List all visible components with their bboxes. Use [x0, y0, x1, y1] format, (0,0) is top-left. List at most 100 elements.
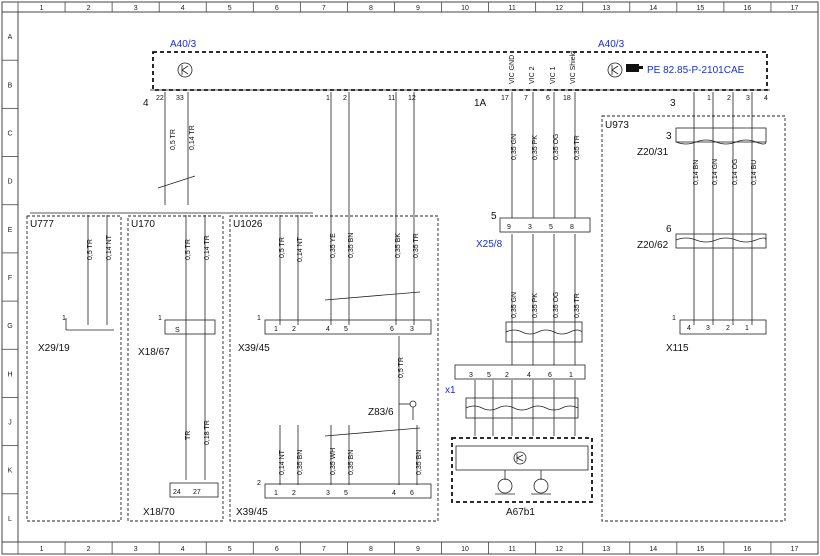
svg-text:18: 18 [563, 95, 571, 102]
svg-text:S: S [175, 327, 180, 334]
svg-text:6: 6 [410, 490, 414, 497]
svg-text:VIC 1: VIC 1 [550, 66, 557, 84]
grid-column-label: 1 [40, 5, 44, 12]
x1-lower-wires [465, 380, 579, 436]
grid-column-label: 9 [416, 546, 420, 553]
grid-column-label: 3 [134, 5, 138, 12]
grid-row-label: G [7, 323, 12, 330]
svg-text:4: 4 [143, 98, 149, 109]
svg-text:22: 22 [156, 95, 164, 102]
svg-text:5: 5 [344, 490, 348, 497]
svg-text:0,35 PK: 0,35 PK [532, 293, 539, 318]
svg-text:VIC GND: VIC GND [509, 55, 516, 84]
svg-text:0,35 BN: 0,35 BN [348, 233, 355, 258]
svg-text:4: 4 [392, 490, 396, 497]
x25-8-connector [499, 217, 591, 233]
svg-text:0,14 GN: 0,14 GN [712, 159, 719, 185]
svg-text:0,14 OG: 0,14 OG [732, 159, 739, 185]
svg-text:3: 3 [469, 372, 473, 379]
u973-wires: 0,14 BN 0,14 GN 0,14 OG 0,14 BU [675, 92, 767, 325]
grid-column-label: 12 [555, 546, 563, 553]
svg-text:1: 1 [62, 315, 66, 322]
svg-text:0,14 BN: 0,14 BN [693, 160, 700, 185]
svg-text:0,5 TR: 0,5 TR [398, 357, 405, 378]
svg-text:1: 1 [158, 315, 162, 322]
svg-text:5: 5 [491, 211, 497, 222]
x39-45-connector-top [264, 319, 432, 335]
grid-column-label: 15 [696, 546, 704, 553]
svg-text:4: 4 [687, 325, 691, 332]
svg-text:5: 5 [344, 326, 348, 333]
x115-connector [679, 319, 767, 335]
grid-column-label: 8 [369, 5, 373, 12]
svg-text:1: 1 [672, 315, 676, 322]
svg-text:8: 8 [570, 224, 574, 231]
svg-text:1A: 1A [474, 98, 487, 109]
a40-pin-row: 4 22 33 1 2 11 12 1A 17 7 6 18 3 1 2 3 4 [143, 89, 770, 109]
grid-column-label: 1 [40, 546, 44, 553]
svg-text:VIC Shield: VIC Shield [570, 51, 577, 84]
grid-column-label: 4 [181, 5, 185, 12]
a67b1-block [451, 437, 593, 503]
svg-text:6: 6 [548, 372, 552, 379]
svg-text:0,35 YE: 0,35 YE [330, 233, 337, 258]
grid-row-label: D [7, 179, 12, 186]
svg-text:0,14 NT: 0,14 NT [297, 236, 304, 262]
u777-label: U777 [30, 219, 54, 230]
a40-3-label-left: A40/3 [170, 39, 197, 50]
svg-text:0,35 WH: 0,35 WH [330, 448, 337, 475]
svg-text:33: 33 [176, 95, 184, 102]
pe-reference-link[interactable]: PE 82.85-P-2101CAE [647, 65, 745, 76]
grid-column-label: 7 [322, 5, 326, 12]
svg-text:4: 4 [326, 326, 330, 333]
svg-text:3: 3 [666, 131, 672, 142]
u1026-wires: 0,5 TR 0,14 NT 0,35 YE 0,35 BN 0,35 BK 0… [279, 92, 421, 325]
x29-19-label: X29/19 [38, 343, 70, 354]
grid-row-label: F [8, 275, 12, 282]
wire-group-left: 0,5 TR 0,14 TR [30, 92, 313, 214]
grid-column-label: 16 [744, 5, 752, 12]
svg-text:3: 3 [746, 95, 750, 102]
grid-column-label: 7 [322, 546, 326, 553]
svg-text:1: 1 [274, 326, 278, 333]
middle-wires-upper: 0,35 GN 0,35 PK 0,35 OG 0,35 TR [511, 92, 581, 218]
svg-text:0,35 TR: 0,35 TR [413, 233, 420, 258]
svg-text:0,5 TR: 0,5 TR [185, 239, 192, 260]
u170-label: U170 [131, 219, 155, 230]
svg-text:6: 6 [390, 326, 394, 333]
grid-column-label: 3 [134, 546, 138, 553]
grid-row-label: K [8, 468, 13, 475]
svg-text:2: 2 [257, 480, 261, 487]
svg-text:4: 4 [764, 95, 768, 102]
reference-hand-icon[interactable] [626, 64, 643, 72]
grid-row-label: C [7, 130, 12, 137]
x39-45-connector-bottom [264, 483, 432, 499]
svg-text:0,35 OG: 0,35 OG [553, 134, 560, 160]
grid-row-label: B [8, 82, 13, 89]
u973-label: U973 [605, 120, 629, 131]
z83-6-splice [399, 400, 417, 420]
z83-6-label: Z83/6 [368, 407, 394, 418]
grid-column-label: 16 [744, 546, 752, 553]
svg-text:0,5 TR: 0,5 TR [279, 237, 286, 258]
svg-text:2: 2 [505, 372, 509, 379]
grid-column-label: 17 [791, 546, 799, 553]
grid-column-label: 13 [602, 546, 610, 553]
svg-text:0,35 TR: 0,35 TR [574, 135, 581, 160]
svg-text:0,35 BN: 0,35 BN [416, 450, 423, 475]
svg-text:11: 11 [388, 95, 395, 102]
svg-text:12: 12 [408, 95, 416, 102]
u1026-label: U1026 [233, 219, 263, 230]
a67b1-label: A67b1 [506, 507, 535, 518]
svg-text:6: 6 [666, 224, 672, 235]
svg-text:1: 1 [707, 95, 711, 102]
svg-text:1: 1 [257, 315, 261, 322]
svg-text:6: 6 [546, 95, 550, 102]
coil-icon [495, 470, 551, 495]
svg-text:0,35 OG: 0,35 OG [553, 292, 560, 318]
svg-text:3: 3 [706, 325, 710, 332]
grid-column-label: 2 [87, 546, 91, 553]
x39-45-label-bottom: X39/45 [236, 507, 268, 518]
svg-text:2: 2 [292, 326, 296, 333]
x18-67-label: X18/67 [138, 347, 170, 358]
